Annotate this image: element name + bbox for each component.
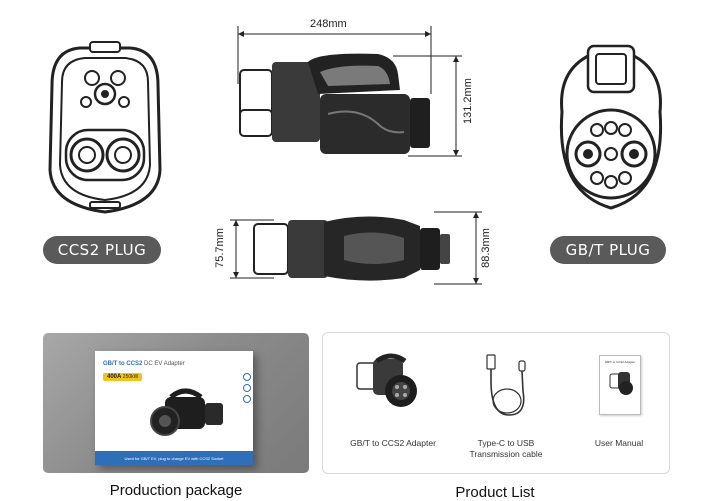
production-package-caption: Production package bbox=[109, 482, 243, 499]
height-dimension: 131.2mm bbox=[462, 78, 474, 124]
product-list-caption: Product List bbox=[455, 484, 535, 501]
gbt-plug-label: GB/T PLUG bbox=[550, 236, 666, 264]
box-title-right: DC EV Adapter bbox=[142, 361, 185, 367]
gbt-plug-outline bbox=[559, 44, 663, 210]
package-box: GB/T to CCS2 DC EV Adapter 400A 250kW Us… bbox=[95, 351, 253, 465]
manual-cover-adapter-icon bbox=[609, 372, 633, 395]
box-title-left: GB/T to bbox=[103, 361, 127, 367]
ccs2-plug-outline bbox=[48, 41, 162, 214]
adapter-top-view bbox=[228, 14, 488, 164]
production-package-photo: GB/T to CCS2 DC EV Adapter 400A 250kW Us… bbox=[43, 333, 309, 473]
usb-cable-label: Type-C to USB Transmission cable bbox=[469, 438, 543, 459]
side-left-dimension: 75.7mm bbox=[214, 228, 226, 268]
package-box-side-icons bbox=[243, 373, 251, 413]
package-badge: 400A 250kW bbox=[103, 373, 143, 381]
usb-cable-image bbox=[486, 354, 526, 416]
length-dimension: 248mm bbox=[310, 18, 347, 30]
adapter-item-image bbox=[356, 353, 417, 407]
adapter-item-label: GB/T to CCS2 Adapter bbox=[350, 438, 436, 448]
adapter-bottom-view bbox=[214, 206, 510, 290]
adapter-top-view-drawing bbox=[237, 26, 462, 157]
box-title-brand: CCS2 bbox=[126, 361, 143, 367]
package-box-footer: Used for GB/T EV, plug to charge EV with… bbox=[95, 451, 253, 465]
package-adapter-image bbox=[150, 388, 223, 436]
badge-power: 250kW bbox=[122, 374, 139, 380]
side-right-dimension: 88.3mm bbox=[480, 228, 492, 268]
ccs2-plug-drawing bbox=[40, 40, 170, 220]
adapter-bottom-view-drawing bbox=[230, 211, 482, 285]
gbt-plug-drawing bbox=[548, 42, 674, 212]
badge-amps: 400A bbox=[107, 374, 122, 380]
ccs2-plug-label: CCS2 PLUG bbox=[43, 236, 161, 264]
manual-title: GB/T to CCS2 Adapter bbox=[604, 360, 636, 364]
user-manual-label: User Manual bbox=[594, 438, 644, 448]
product-list-card: GB/T to CCS2 Adapter Type-C to USB Trans… bbox=[322, 332, 670, 474]
user-manual-image: GB/T to CCS2 Adapter bbox=[599, 355, 641, 415]
package-box-title: GB/T to CCS2 DC EV Adapter bbox=[103, 361, 185, 367]
